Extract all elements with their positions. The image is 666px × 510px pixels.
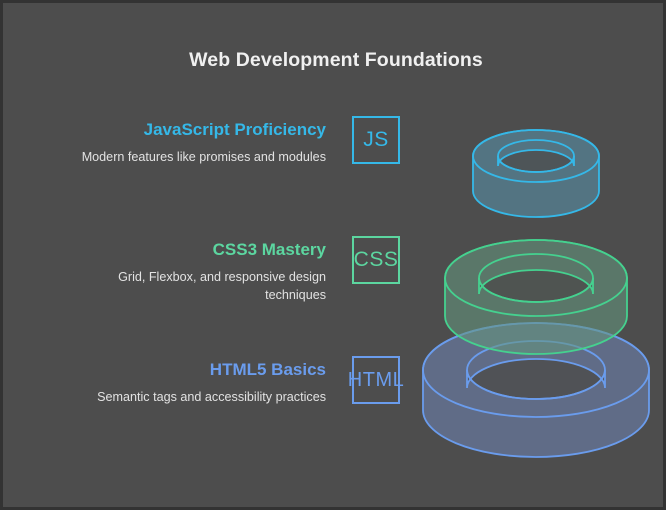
javascript-ring-shape [472, 129, 600, 218]
html-badge-icon: HTML [348, 356, 404, 404]
entry-description-html: Semantic tags and accessibility practice… [97, 390, 326, 404]
entry-javascript: JavaScript Proficiency Modern features l… [3, 120, 327, 167]
page-title: Web Development Foundations [189, 49, 483, 71]
javascript-badge-label: JS [363, 128, 389, 151]
css-badge-icon: CSS [352, 236, 400, 284]
entry-heading-css: CSS3 Mastery [212, 240, 326, 259]
entry-description-javascript: Modern features like promises and module… [81, 150, 326, 164]
entry-description-css: Grid, Flexbox, and responsive design tec… [118, 270, 326, 302]
stacked-torus-diagram [403, 98, 663, 488]
entry-css: CSS3 Mastery Grid, Flexbox, and responsi… [3, 240, 327, 304]
css-ring-shape [444, 239, 628, 355]
entry-heading-html: HTML5 Basics [209, 360, 326, 379]
html-badge-label: HTML [347, 368, 405, 391]
entry-heading-javascript: JavaScript Proficiency [143, 120, 326, 139]
javascript-badge-icon: JS [352, 116, 400, 164]
html-ring-shape [422, 322, 650, 458]
css-badge-label: CSS [353, 248, 399, 271]
entry-html: HTML5 Basics Semantic tags and accessibi… [3, 360, 327, 407]
